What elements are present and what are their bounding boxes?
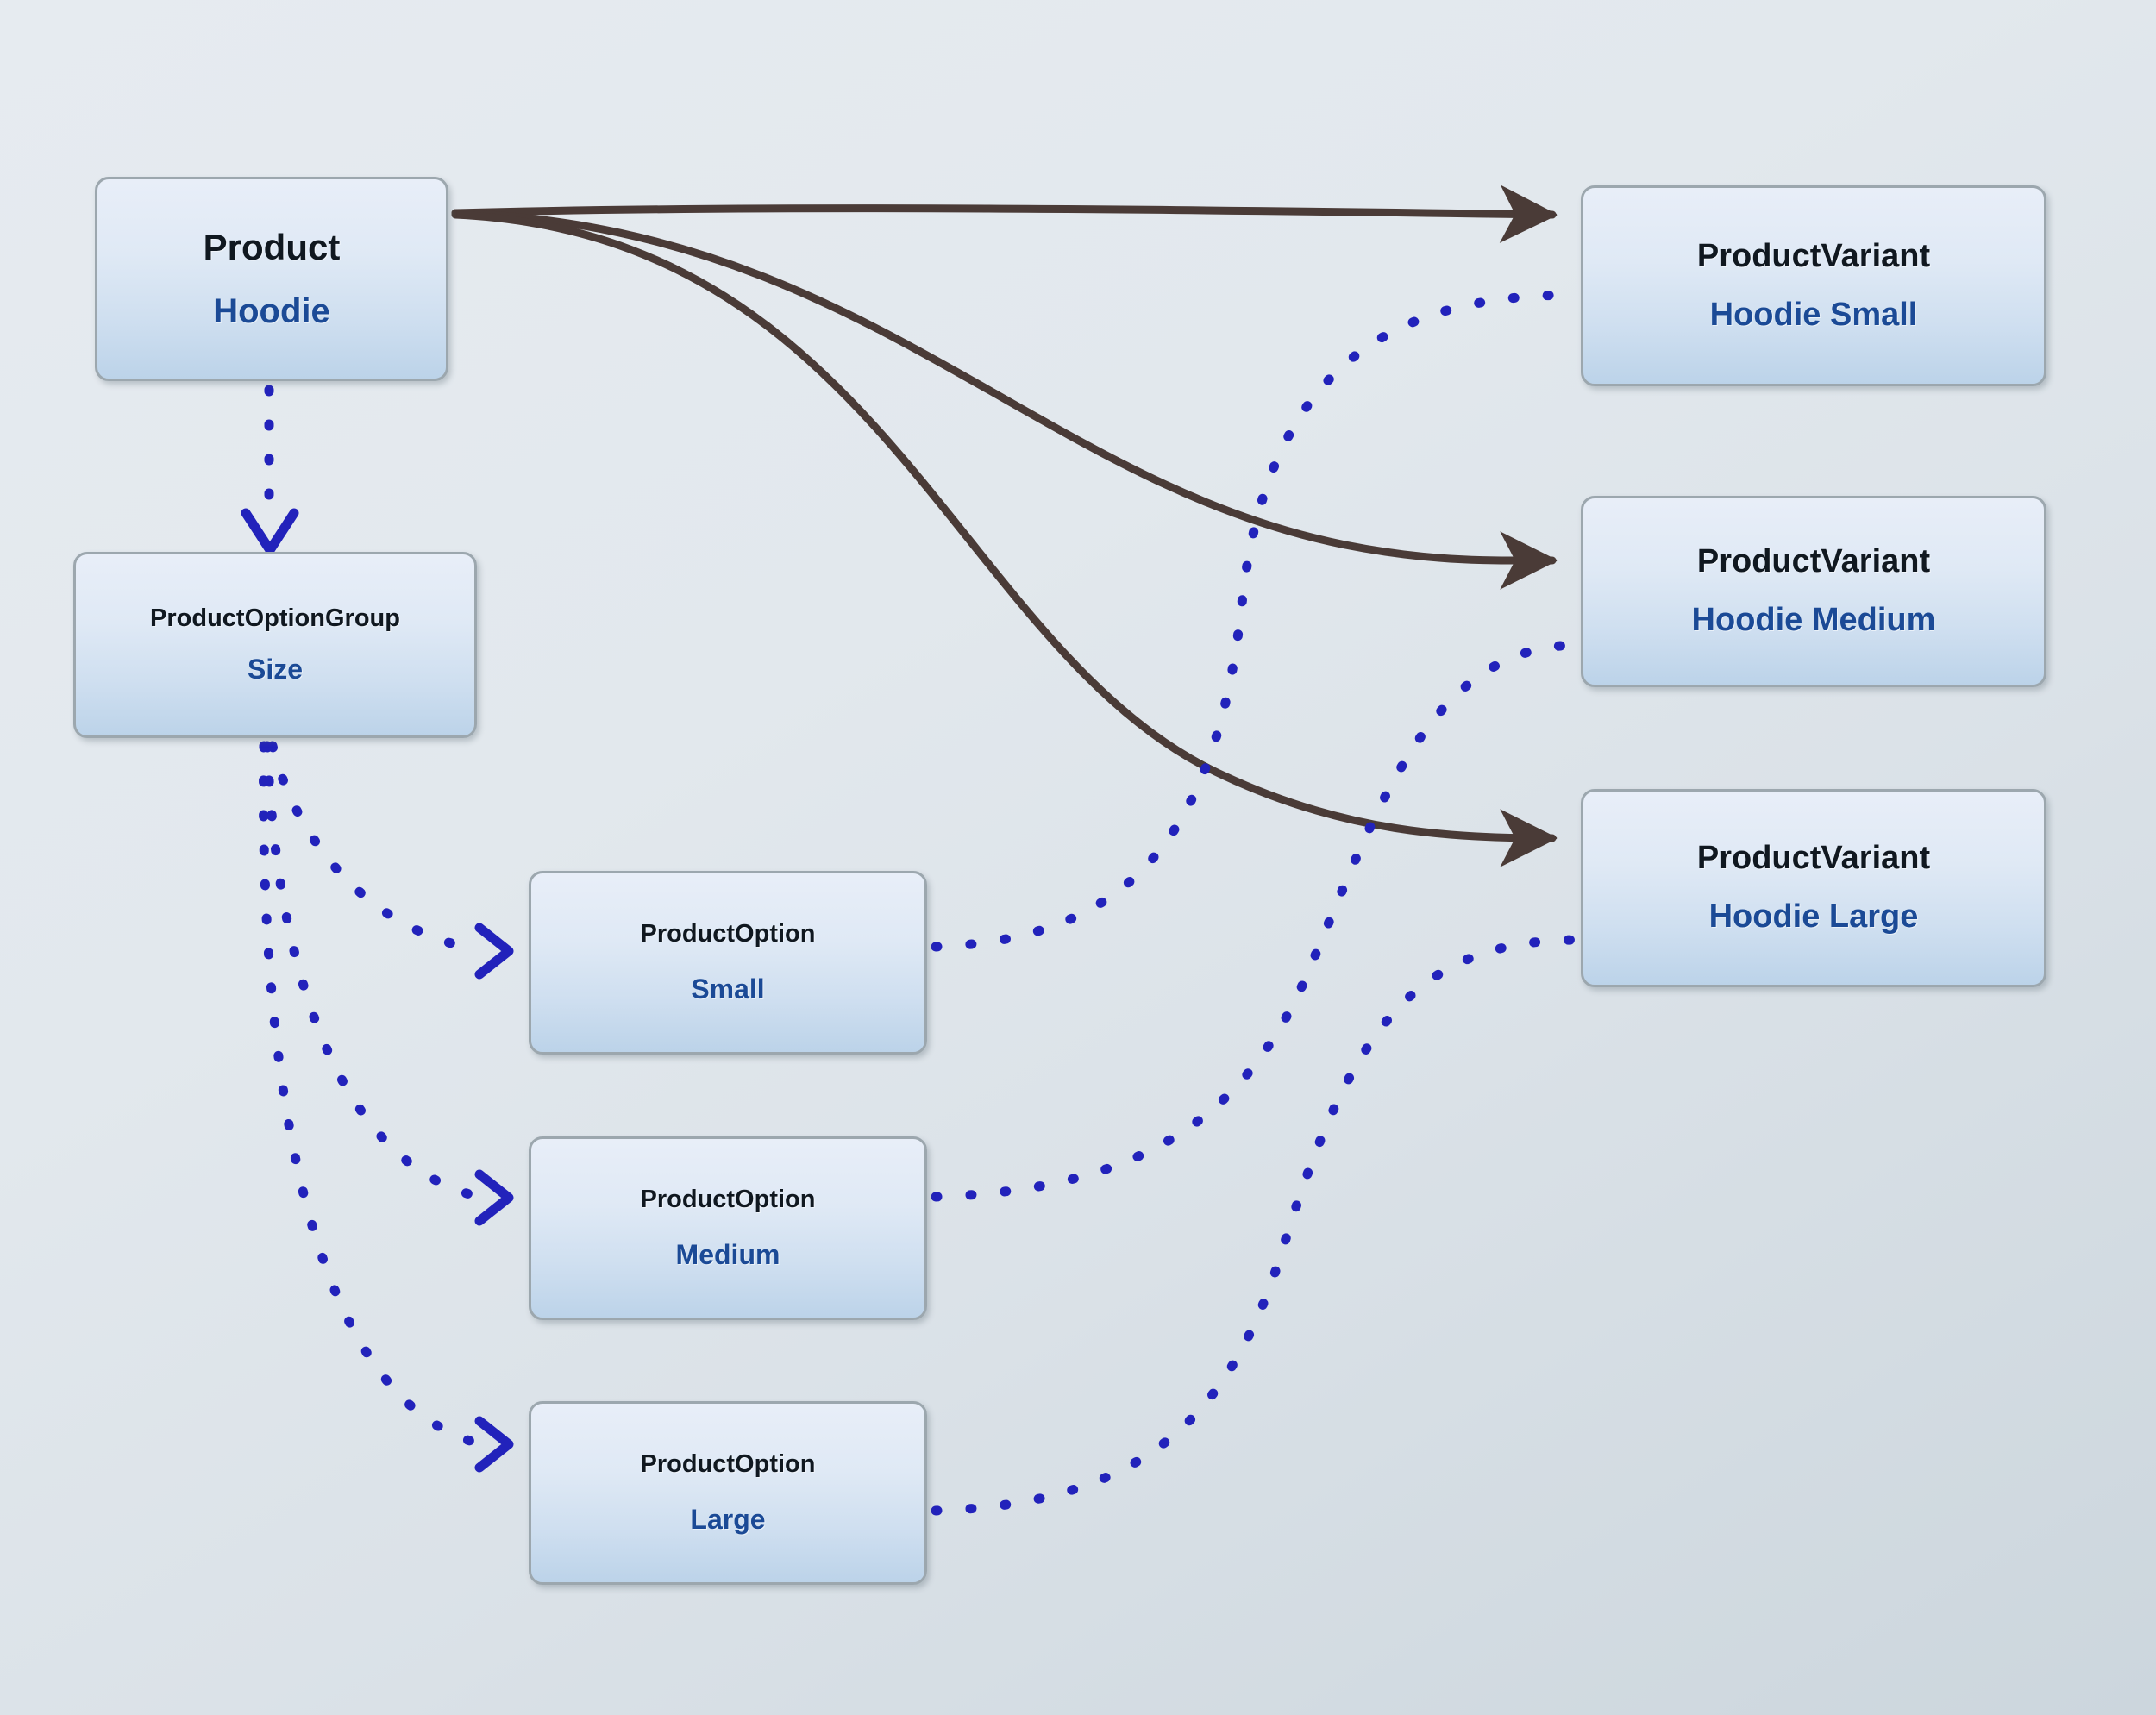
edge-option-medium-to-variant-medium	[931, 640, 1580, 1202]
node-product-variant-hoodie-large-value: Hoodie Large	[1708, 898, 1919, 935]
node-product-variant-hoodie-medium[interactable]: ProductVariant Hoodie Medium	[1581, 496, 2046, 687]
node-product-variant-hoodie-large[interactable]: ProductVariant Hoodie Large	[1581, 789, 2046, 987]
node-product-option-small-type: ProductOption	[640, 920, 816, 948]
node-product-value: Hoodie	[213, 291, 330, 330]
node-product-option-small[interactable]: ProductOption Small	[529, 871, 927, 1055]
edge-option-large-to-variant-large	[931, 935, 1580, 1516]
edge-product-to-variant-medium	[451, 209, 1558, 590]
node-product-variant-hoodie-large-type: ProductVariant	[1696, 840, 1931, 877]
node-product-option-large-type: ProductOption	[640, 1450, 816, 1479]
edge-option-group-to-option-large	[259, 741, 514, 1473]
node-product-option-large[interactable]: ProductOption Large	[529, 1401, 927, 1585]
edge-option-small-to-variant-small	[931, 290, 1580, 952]
node-product-variant-hoodie-medium-type: ProductVariant	[1696, 543, 1931, 580]
node-product-option-medium-value: Medium	[675, 1238, 780, 1270]
edge-option-group-to-option-small	[267, 741, 514, 980]
node-product-option-medium-type: ProductOption	[640, 1186, 816, 1214]
node-product-type: Product	[203, 227, 341, 268]
node-product-variant-hoodie-medium-value: Hoodie Medium	[1691, 602, 1936, 638]
edge-product-to-variant-small	[451, 185, 1558, 243]
node-product-variant-hoodie-small[interactable]: ProductVariant Hoodie Small	[1581, 185, 2046, 386]
edge-product-to-variant-large	[451, 210, 1558, 867]
edge-product-to-option-group	[241, 385, 299, 555]
node-product-option-small-value: Small	[691, 973, 765, 1005]
node-product-variant-hoodie-small-type: ProductVariant	[1696, 237, 1931, 274]
node-product-variant-hoodie-small-value: Hoodie Small	[1709, 296, 1918, 333]
node-product-option-group[interactable]: ProductOptionGroup Size	[73, 552, 477, 738]
node-product[interactable]: Product Hoodie	[95, 177, 448, 381]
edge-option-group-to-option-medium	[262, 741, 514, 1226]
node-product-option-large-value: Large	[690, 1503, 766, 1535]
node-product-option-group-value: Size	[247, 654, 304, 685]
node-product-option-medium[interactable]: ProductOption Medium	[529, 1136, 927, 1320]
node-product-option-group-type: ProductOptionGroup	[150, 604, 400, 632]
